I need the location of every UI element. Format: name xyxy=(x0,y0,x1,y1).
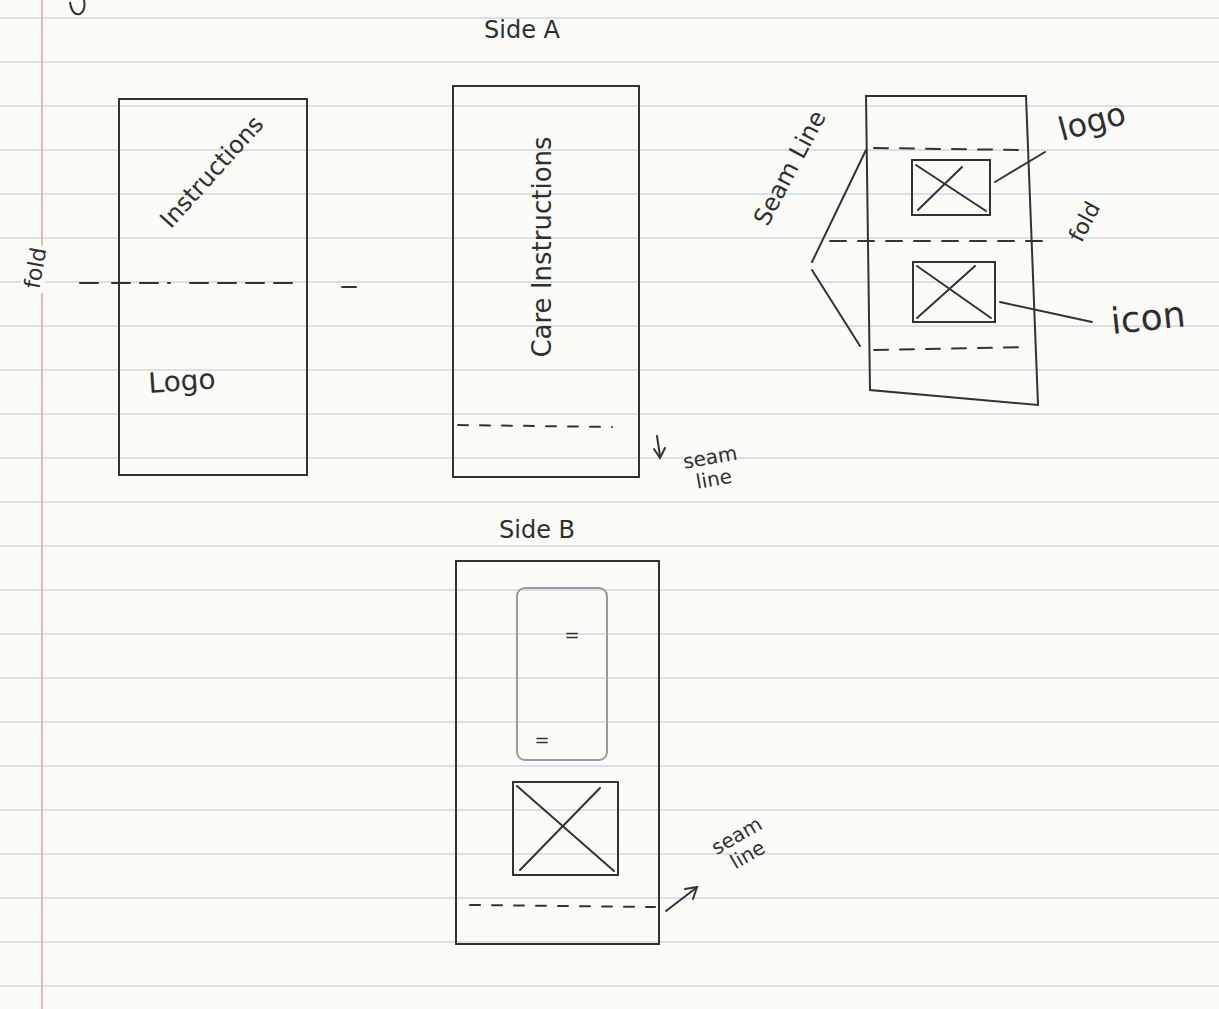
label-text: Instructions xyxy=(155,111,269,233)
annotation-label: = xyxy=(564,625,579,645)
annotation-label: fold xyxy=(1065,198,1106,246)
label-text: Care Instructions xyxy=(528,136,557,357)
side-heading: Side B xyxy=(499,517,575,543)
annotation-label: seam line xyxy=(674,440,751,495)
annotation-label: fold xyxy=(20,243,52,294)
label-panel: Side ACare Instructions xyxy=(452,85,640,478)
annotation-label: Seam Line xyxy=(749,106,831,229)
annotation-label: icon xyxy=(1109,294,1187,341)
annotation-label: = xyxy=(534,730,549,750)
label-panel: Side B xyxy=(455,560,660,945)
annotation-label: seam line xyxy=(701,808,784,881)
annotation-label: logo xyxy=(1054,96,1129,148)
label-panel: InstructionsLogo xyxy=(118,98,308,476)
label-text: Logo xyxy=(147,364,216,399)
side-heading: Side A xyxy=(484,17,560,43)
